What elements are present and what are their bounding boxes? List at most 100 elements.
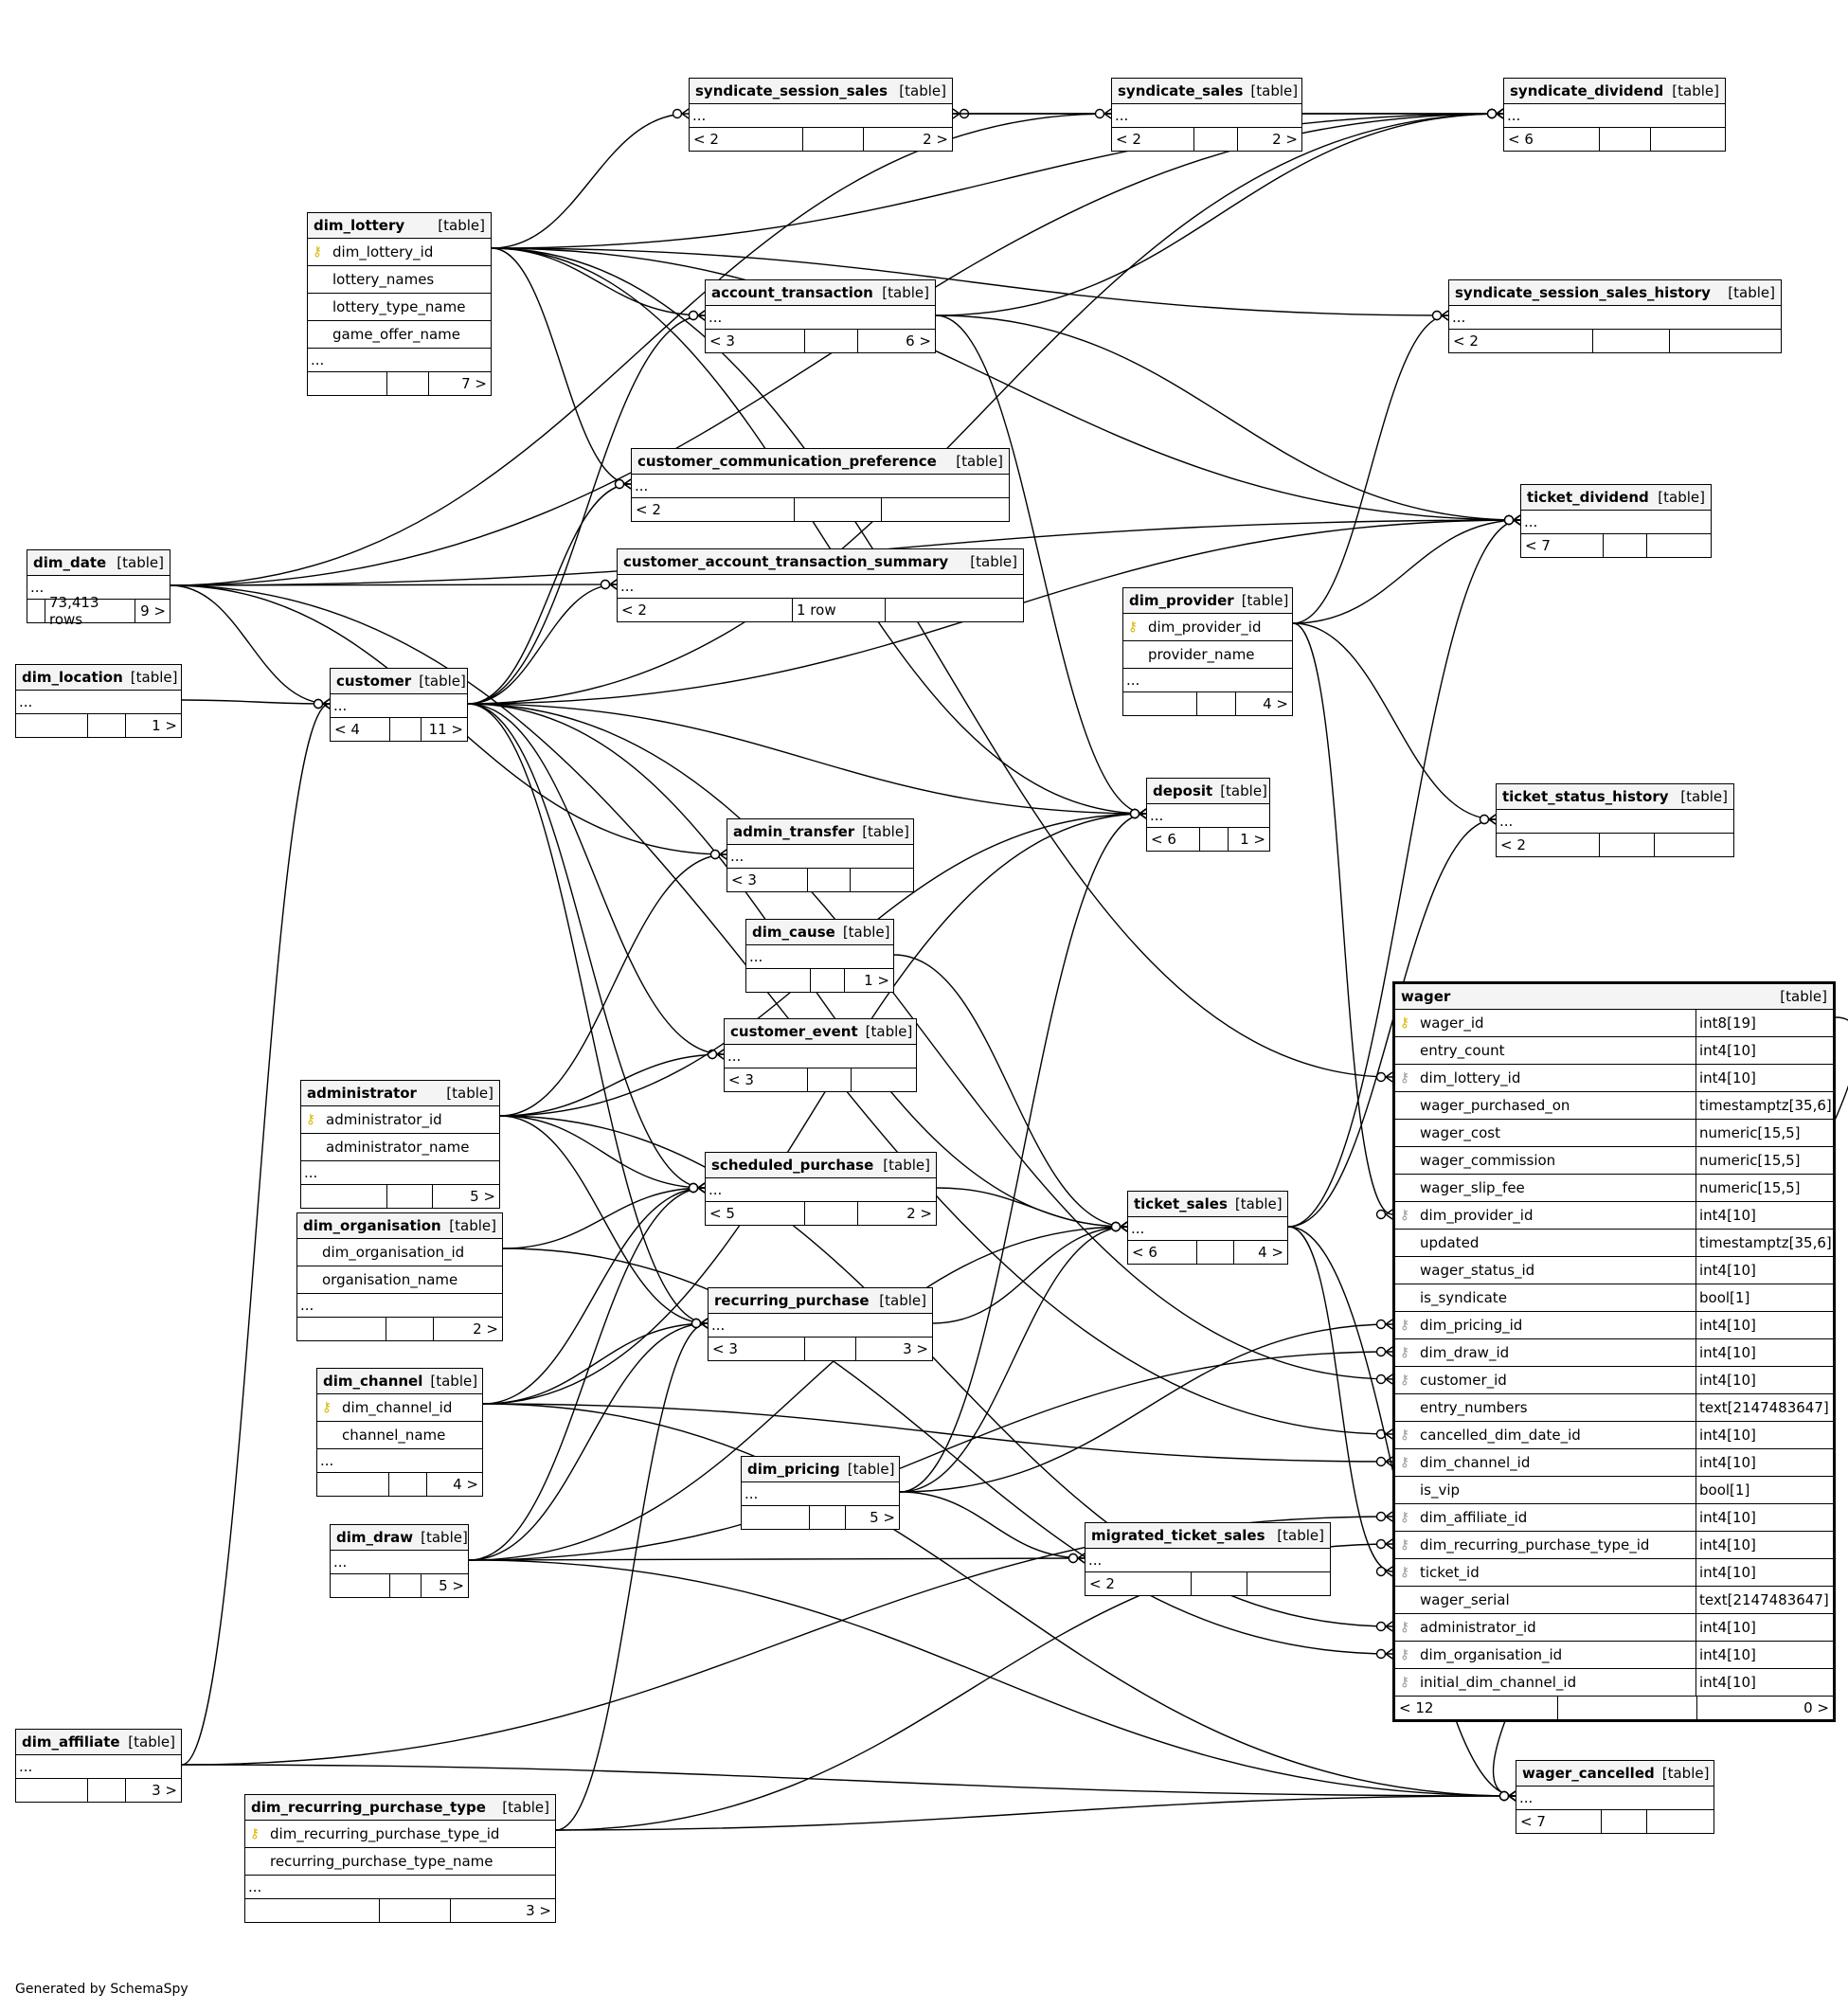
table-dim-location[interactable]: dim_location[table]...1 > [15, 664, 182, 738]
more-columns-ellipsis[interactable]: ... [331, 1551, 468, 1574]
footer-rows-count[interactable] [1599, 834, 1654, 856]
footer-rows-count[interactable]: 1 row [792, 599, 885, 621]
footer-children-count[interactable]: 4 > [1235, 692, 1292, 715]
table-name[interactable]: deposit [1153, 782, 1213, 799]
more-columns-ellipsis[interactable]: ... [632, 475, 1009, 498]
column-row[interactable]: lottery_type_name [308, 294, 491, 321]
footer-children-count[interactable]: 7 > [428, 372, 491, 395]
footer-children-count[interactable] [1646, 534, 1711, 557]
footer-parents-count[interactable]: < 2 [1116, 131, 1141, 148]
footer-rows-count[interactable] [1193, 128, 1237, 151]
column-row[interactable]: channel_name [317, 1422, 482, 1449]
footer-children-count[interactable] [851, 1068, 916, 1091]
footer-parents-count[interactable]: < 5 [709, 1205, 735, 1222]
more-columns-ellipsis[interactable]: ... [1497, 810, 1733, 834]
more-columns-ellipsis[interactable]: ... [1123, 669, 1292, 692]
more-columns-ellipsis[interactable]: ... [16, 1755, 181, 1779]
table-customer-communication-preference[interactable]: customer_communication_preference[table]… [631, 448, 1010, 522]
column-row[interactable]: ⚷dim_recurring_purchase_type_id [245, 1821, 555, 1848]
column-row[interactable]: organisation_name [297, 1266, 502, 1294]
footer-children-count[interactable] [1646, 1810, 1713, 1833]
footer-parents-count[interactable]: < 6 [1132, 1244, 1157, 1261]
footer-children-count[interactable]: 5 > [845, 1506, 899, 1529]
more-columns-ellipsis[interactable]: ... [16, 691, 181, 714]
table-dim-organisation[interactable]: dim_organisation[table]dim_organisation_… [296, 1212, 503, 1341]
footer-rows-count[interactable] [807, 869, 850, 891]
footer-rows-count[interactable] [794, 498, 881, 521]
footer-parents-count[interactable]: < 4 [334, 721, 360, 738]
footer-rows-count[interactable] [87, 714, 125, 737]
table-name[interactable]: customer_account_transaction_summary [623, 553, 949, 570]
more-columns-ellipsis[interactable]: ... [297, 1294, 502, 1318]
table-name[interactable]: dim_location [22, 669, 123, 686]
table-name[interactable]: dim_cause [752, 924, 835, 941]
more-columns-ellipsis[interactable]: ... [746, 945, 893, 969]
footer-rows-count[interactable]: 73,413 rows [45, 594, 135, 628]
table-migrated-ticket-sales[interactable]: migrated_ticket_sales[table]...< 2 [1085, 1522, 1331, 1596]
more-columns-ellipsis[interactable]: ... [1112, 104, 1301, 128]
footer-rows-count[interactable] [1199, 828, 1228, 851]
more-columns-ellipsis[interactable]: ... [727, 845, 913, 869]
footer-children-count[interactable]: 1 > [1228, 828, 1269, 851]
column-row[interactable]: ⚷dim_provider_id [1123, 614, 1292, 641]
footer-parents-count[interactable]: < 2 [1453, 332, 1479, 350]
more-columns-ellipsis[interactable]: ... [317, 1449, 482, 1473]
table-name[interactable]: customer [336, 673, 412, 690]
footer-children-count[interactable]: 0 > [1696, 1697, 1833, 1719]
footer-children-count[interactable]: 2 > [433, 1318, 502, 1340]
table-name[interactable]: account_transaction [711, 284, 873, 301]
footer-parents-count[interactable] [16, 1779, 87, 1802]
footer-rows-count[interactable] [389, 1574, 421, 1597]
table-wager-cancelled[interactable]: wager_cancelled[table]...< 7 [1516, 1760, 1714, 1834]
column-row[interactable]: lottery_names [308, 266, 491, 294]
table-name[interactable]: ticket_sales [1134, 1195, 1228, 1212]
more-columns-ellipsis[interactable]: ... [331, 694, 467, 718]
footer-parents-count[interactable]: < 7 [1520, 1813, 1546, 1830]
footer-rows-count[interactable] [386, 1318, 433, 1340]
table-name[interactable]: syndicate_session_sales [695, 82, 888, 99]
footer-rows-count[interactable] [804, 1202, 857, 1225]
more-columns-ellipsis[interactable]: ... [245, 1876, 555, 1899]
more-columns-ellipsis[interactable]: ... [690, 104, 952, 128]
more-columns-ellipsis[interactable]: ... [301, 1161, 499, 1185]
footer-parents-count[interactable] [301, 1185, 386, 1208]
more-columns-ellipsis[interactable]: ... [1516, 1787, 1713, 1810]
table-customer-event[interactable]: customer_event[table]...< 3 [724, 1018, 917, 1092]
more-columns-ellipsis[interactable]: ... [1521, 511, 1711, 534]
table-name[interactable]: wager [1401, 988, 1451, 1005]
table-name[interactable]: dim_recurring_purchase_type [251, 1799, 486, 1816]
column-row[interactable]: ⚷administrator_id [301, 1106, 499, 1134]
footer-rows-count[interactable] [386, 1185, 432, 1208]
table-name[interactable]: customer_communication_preference [637, 453, 937, 470]
footer-rows-count[interactable] [1603, 534, 1646, 557]
footer-parents-count[interactable]: < 3 [709, 332, 735, 350]
table-name[interactable]: ticket_status_history [1502, 788, 1669, 805]
footer-rows-count[interactable] [1599, 128, 1650, 151]
column-row[interactable]: provider_name [1123, 641, 1292, 669]
more-columns-ellipsis[interactable]: ... [1147, 804, 1269, 828]
column-row[interactable]: recurring_purchase_type_name [245, 1848, 555, 1876]
footer-parents-count[interactable]: < 3 [712, 1340, 738, 1357]
footer-rows-count[interactable] [802, 128, 863, 151]
footer-parents-count[interactable] [742, 1506, 809, 1529]
